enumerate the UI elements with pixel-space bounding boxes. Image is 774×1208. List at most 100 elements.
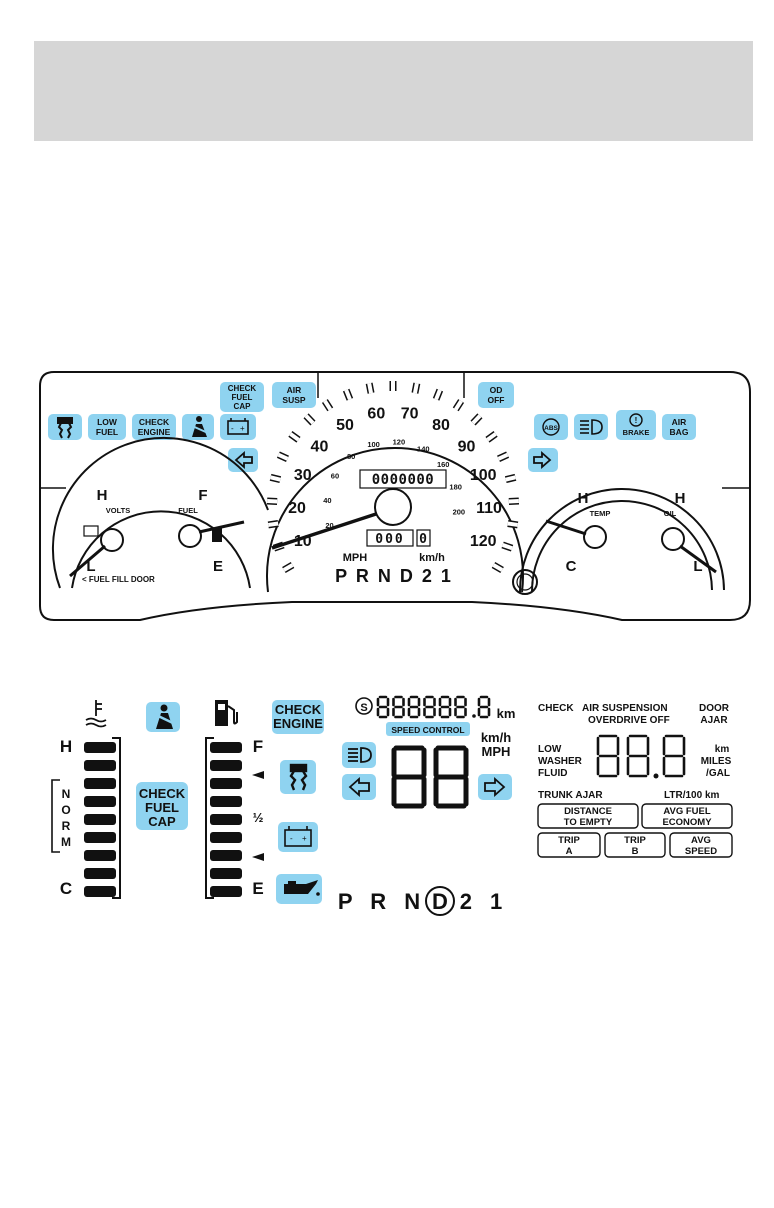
seven-segment-digit	[477, 695, 491, 719]
bar-segment	[210, 760, 242, 771]
msg-unit-miles: MILES	[701, 756, 732, 767]
digital-check-engine-line1: CHECK	[275, 702, 322, 717]
prnd-right: 2 1	[460, 889, 509, 914]
mph-tick-label: 70	[401, 405, 419, 422]
volts-needle	[69, 544, 106, 578]
speedometer-tick-block	[432, 388, 444, 401]
mph-tick-label: 110	[476, 500, 502, 517]
kmh-tick-label: 40	[323, 496, 331, 505]
speed-unit-kmh: km/h	[481, 730, 511, 745]
volts-low-label: L	[86, 558, 95, 575]
avg-fuel-economy-button[interactable]: AVG FUEL ECONOMY	[641, 803, 733, 829]
msg-door-ajar-line2: AJAR	[700, 715, 728, 726]
msg-trunk-ajar: TRUNK AJAR	[538, 790, 603, 801]
check-engine-line2: ENGINE	[138, 427, 171, 437]
trip-reset-knob[interactable]	[512, 569, 538, 595]
seven-segment-digit	[407, 695, 421, 719]
digital-prnd: P R N D 2 1	[338, 886, 509, 916]
speedometer-tick-block	[507, 520, 519, 529]
digital-suspension-icon	[289, 763, 308, 791]
mph-tick-label: 120	[470, 533, 497, 550]
msg-unit-gal: /GAL	[706, 768, 730, 779]
bar-segment	[84, 796, 116, 807]
trip-frame	[366, 529, 414, 547]
air-bag-line1: AIR	[672, 417, 687, 427]
speedometer-tick-block	[452, 399, 465, 412]
digital-check-fuel-cap-line2: FUEL	[145, 800, 179, 815]
digital-fuel-pump-icon	[215, 700, 238, 726]
fuel-fill-door-note: < FUEL FILL DOOR	[82, 575, 155, 584]
digital-fuel-half: ½	[253, 810, 264, 825]
svg-text:DISTANCE: DISTANCE	[564, 806, 612, 817]
oil-high-label: H	[675, 490, 686, 507]
warning-lights-left: CHECK FUEL CAP AIR SUSP LOW FUEL CHECK E…	[48, 382, 316, 472]
volts-label: VOLTS	[106, 506, 130, 515]
kmh-tick-label: 100	[367, 440, 380, 449]
message-center-digits	[596, 734, 686, 779]
seatbelt-icon	[189, 416, 209, 437]
svg-text:-: -	[231, 424, 234, 433]
check-fuel-cap-line2: FUEL	[232, 393, 253, 402]
svg-text:AVG FUEL: AVG FUEL	[663, 806, 711, 817]
svg-text:BRAKE: BRAKE	[623, 428, 650, 437]
digital-seatbelt-icon	[153, 704, 176, 729]
speedometer-needle	[271, 512, 377, 550]
digital-turn-left-icon	[348, 776, 370, 798]
msg-low-washer-line3: FLUID	[538, 768, 567, 779]
speedometer-tick-block	[491, 561, 504, 574]
turn-right-icon	[533, 451, 552, 469]
prnd-left: P R N	[338, 889, 426, 914]
distance-to-empty-button[interactable]: DISTANCE TO EMPTY	[537, 803, 639, 829]
temp-oil-gauge: H C H L TEMP OIL	[518, 488, 725, 593]
volts-battery-icon	[83, 525, 99, 537]
svg-text:TO EMPTY: TO EMPTY	[564, 817, 613, 828]
trip-b-button[interactable]: TRIP B	[604, 832, 666, 858]
odometer-digits: 0000000	[372, 472, 435, 488]
digital-temp-cold: C	[60, 879, 72, 898]
volts-high-label: H	[97, 487, 108, 504]
msg-check: CHECK	[538, 703, 574, 714]
digital-temp-high: H	[60, 737, 72, 756]
svg-text:B: B	[632, 846, 639, 857]
speedometer-tick-block	[288, 431, 301, 443]
svg-text:-: -	[290, 834, 293, 843]
svg-text:+: +	[302, 834, 307, 843]
digital-check-fuel-cap-line3: CAP	[148, 814, 176, 829]
mph-tick-label: 100	[470, 467, 497, 484]
oil-needle	[679, 544, 717, 574]
digital-temp-bars	[84, 742, 116, 897]
seven-segment-digit	[454, 695, 467, 719]
bar-segment	[210, 778, 242, 789]
mph-label: MPH	[343, 552, 368, 564]
svg-text:S: S	[360, 702, 367, 714]
norm-letter-r: R	[62, 819, 71, 833]
speed-control-label: SPEED CONTROL	[391, 725, 464, 735]
digital-temp-gauge: H C N O R M	[51, 700, 121, 899]
speedometer-needle-hub	[374, 488, 412, 526]
svg-text:ABS: ABS	[544, 425, 558, 432]
low-fuel-line1: LOW	[97, 417, 118, 427]
digital-odometer-unit: km	[497, 706, 516, 721]
headlight-icon	[580, 419, 603, 435]
mph-tick-label: 30	[294, 467, 312, 484]
od-off-line1: OD	[490, 385, 503, 395]
check-engine-line1: CHECK	[139, 417, 170, 427]
msg-low-washer-line2: WASHER	[538, 756, 583, 767]
seven-segment-digit	[438, 695, 452, 719]
trip-a-button[interactable]: TRIP A	[537, 832, 601, 858]
kmh-tick-label: 60	[331, 472, 339, 481]
msg-air-suspension: AIR SUSPENSION	[582, 703, 668, 714]
low-fuel-line2: FUEL	[96, 427, 118, 437]
speedometer-tick-block	[321, 399, 334, 412]
air-bag-line2: BAG	[670, 427, 689, 437]
avg-speed-button[interactable]: AVG SPEED	[669, 832, 733, 858]
msg-unit-km: km	[715, 744, 730, 755]
abs-icon: ABS	[542, 418, 560, 436]
mph-tick-label: 80	[432, 417, 450, 434]
mph-tick-label: 50	[336, 417, 354, 434]
kmh-tick-label: 80	[347, 452, 355, 461]
fuel-pump-icon	[212, 528, 222, 542]
